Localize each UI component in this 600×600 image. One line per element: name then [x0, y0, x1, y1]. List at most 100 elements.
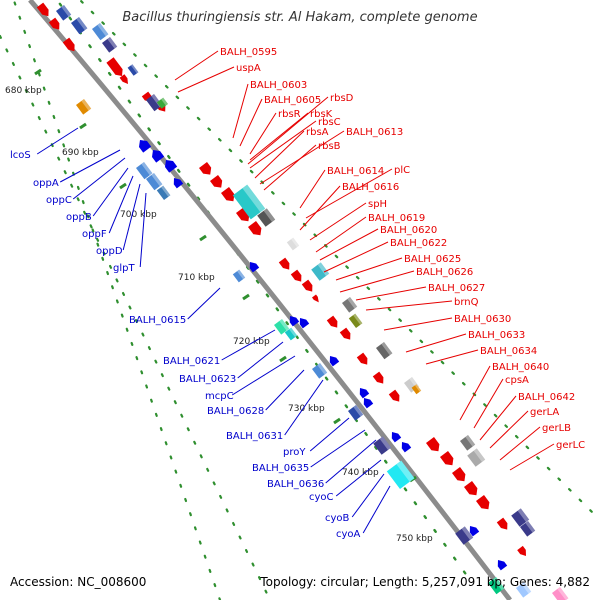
gene-box-shape	[101, 37, 118, 53]
gene-label-forward: BALH_0625	[404, 254, 461, 265]
gene-arrow	[497, 560, 508, 571]
gene-arrow-shape	[391, 432, 402, 443]
gene-box	[101, 37, 118, 53]
gene-arrow-shape	[359, 388, 370, 399]
gene-box-shape	[467, 448, 486, 467]
gene-arrow-shape	[463, 481, 478, 496]
label-leader-forward	[239, 98, 263, 147]
gene-arrow	[299, 318, 310, 329]
scale-tick-label: 730 kbp	[288, 404, 325, 414]
gene-box-shape	[487, 577, 505, 595]
gene-box-shine	[493, 577, 505, 591]
gene-arrow-shape	[164, 160, 178, 173]
gene-box-shine	[347, 297, 358, 309]
gene-label-reverse: BALH_0615	[129, 315, 186, 326]
gene-box	[348, 313, 363, 329]
label-leader-forward	[249, 112, 309, 161]
gene-arrow	[475, 495, 490, 510]
gene-arrow	[517, 545, 526, 557]
scale-tick	[79, 122, 87, 130]
scale-tick-label: 720 kbp	[233, 337, 270, 347]
gene-arrow	[173, 178, 184, 189]
gene-arrow	[36, 2, 49, 17]
ring-dots-3	[55, 0, 472, 582]
gene-arrow-shape	[119, 74, 128, 85]
gene-box-shine	[151, 173, 163, 187]
gene-arrow-shape	[209, 175, 223, 188]
gene-box	[373, 436, 392, 455]
gene-box-shine	[237, 269, 246, 280]
gene-arrow	[326, 315, 338, 328]
gene-arrow-shape	[475, 495, 490, 510]
label-leader-reverse	[231, 355, 296, 396]
gene-label-reverse: oppD	[96, 246, 123, 257]
gene-box-shine	[141, 162, 153, 176]
gene-label-forward: BALH_0619	[368, 213, 425, 224]
gene-box-shine	[81, 99, 92, 111]
gene-box-shape	[286, 237, 300, 251]
scale-tick	[199, 234, 207, 242]
gene-box	[341, 297, 358, 313]
gene-box	[284, 327, 298, 341]
label-leader-forward	[323, 241, 389, 273]
gene-label-forward: BALH_0605	[264, 95, 321, 106]
gene-arrow-shape	[439, 451, 454, 466]
gene-box	[286, 237, 300, 251]
gene-arrow-shape	[278, 257, 290, 270]
gene-box-shine	[379, 436, 392, 451]
gene-label-reverse: cyoA	[336, 529, 361, 540]
gene-box	[511, 508, 530, 527]
gene-label-forward: plC	[394, 165, 410, 176]
gene-box	[232, 184, 266, 220]
label-leader-reverse	[325, 439, 377, 484]
gene-box-shine	[242, 184, 266, 213]
gene-arrow	[106, 57, 123, 77]
gene-arrow-shape	[62, 37, 75, 52]
gene-arrow	[119, 74, 128, 85]
gene-box	[467, 448, 486, 467]
scale-tick	[279, 355, 287, 363]
label-leader-forward	[305, 168, 393, 219]
gene-box	[156, 97, 168, 109]
gene-box-shine	[289, 327, 298, 338]
gene-arrow	[62, 37, 75, 52]
scale-tick-label: 680 kbp	[5, 86, 42, 96]
accession-text: Accession: NC_008600	[10, 575, 147, 589]
label-leader-forward	[299, 169, 326, 209]
gene-box-shape	[511, 508, 530, 527]
gene-box-shape	[156, 185, 171, 201]
gene-arrow-shape	[326, 315, 338, 328]
label-leader-forward	[405, 333, 467, 353]
gene-box-shine	[317, 262, 330, 277]
scale-tick	[34, 68, 42, 76]
label-leader-reverse	[362, 485, 391, 534]
label-leader-forward	[339, 270, 415, 293]
gene-label-forward: rbsC	[318, 117, 341, 128]
gene-arrow-shape	[469, 526, 480, 537]
label-leader-forward	[473, 378, 504, 429]
gene-box-shine	[317, 363, 328, 375]
gene-arrow	[356, 352, 368, 365]
gene-arrow-shape	[198, 162, 212, 175]
label-leader-reverse	[237, 341, 284, 379]
gene-arrow-shape	[289, 316, 300, 327]
gene-label-forward: brnQ	[454, 297, 479, 308]
gene-label-reverse: oppA	[33, 178, 59, 189]
gene-box-shine	[61, 5, 72, 17]
gene-box	[519, 521, 536, 537]
gene-label-forward: BALH_0613	[346, 127, 403, 138]
label-leader-reverse	[187, 287, 221, 320]
gene-label-forward: spH	[368, 199, 387, 210]
gene-box-shine	[465, 435, 476, 447]
label-leader-forward	[309, 202, 367, 241]
gene-label-forward: rbsA	[306, 127, 329, 138]
gene-box	[70, 17, 88, 35]
gene-label-forward: BALH_0627	[428, 283, 485, 294]
scale-tick-label: 740 kbp	[342, 468, 379, 478]
gene-label-reverse: cyoC	[309, 492, 334, 503]
gene-box-shine	[461, 526, 474, 541]
gene-box-shine	[97, 23, 109, 37]
gene-arrow-shape	[517, 545, 526, 557]
gene-box-shape	[91, 23, 109, 41]
